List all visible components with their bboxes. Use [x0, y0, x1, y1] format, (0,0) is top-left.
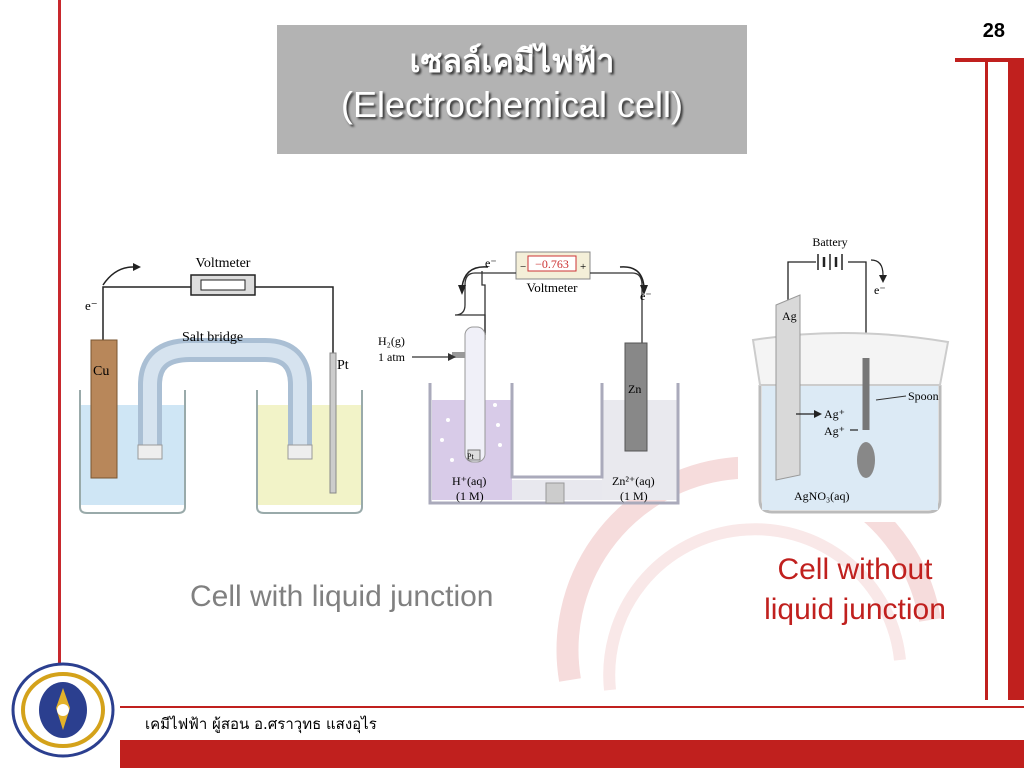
voltmeter-reading: −0.763 [535, 257, 569, 271]
caption-without-junction-line1: Cell without [777, 553, 933, 586]
electron-left-label: e⁻ [485, 256, 497, 270]
diagram-silver-plating-cell: Battery e⁻ Ag Spoon Ag⁺ Ag⁺ AgNO₃(aq) [738, 230, 963, 522]
title-box: เซลล์เคมีไฟฟ้า (Electrochemical cell) [277, 25, 747, 154]
electron-right-label: e⁻ [640, 289, 652, 303]
right-accent-block [1008, 60, 1024, 700]
salt-bridge-label: Salt bridge [182, 330, 243, 345]
gas-label: H₂(g) [378, 334, 405, 348]
gas-pressure-label: 1 atm [378, 350, 406, 364]
footer-bar [120, 740, 1024, 768]
voltmeter-label: Voltmeter [526, 280, 578, 295]
ion-label-1: Ag⁺ [824, 407, 845, 421]
solution-label: AgNO₃(aq) [794, 489, 850, 503]
footer-text: เคมีไฟฟ้า ผู้สอน อ.ศราวุทธ แสงอุไร [145, 715, 377, 733]
ion-label-2: Ag⁺ [824, 424, 845, 438]
cu-label: Cu [93, 364, 109, 379]
ag-electrode [775, 294, 801, 481]
slide-number: 28 [982, 20, 1005, 42]
acid-concentration: (1 M) [456, 489, 484, 503]
zn-label: Zn [628, 382, 641, 396]
title-thai: เซลล์เคมีไฟฟ้า [409, 42, 615, 80]
hydrogen-tube [464, 326, 486, 463]
right-accent-line [985, 60, 988, 700]
electron-label: e⁻ [874, 283, 886, 297]
acid-label: H⁺(aq) [452, 474, 486, 488]
diagram-salt-bridge-cell: Voltmeter e⁻ Salt bridge Cu Pt [79, 256, 363, 514]
voltmeter-label: Voltmeter [196, 256, 251, 271]
voltmeter-minus: − [520, 261, 526, 273]
beaker [758, 385, 942, 514]
battery-label: Battery [812, 235, 847, 249]
diagram-she-zn-cell: −0.763 − + Voltmeter e⁻ e⁻ H₂(g) 1 atm P… [378, 251, 680, 505]
left-accent-line [58, 0, 61, 700]
top-right-accent [955, 58, 1024, 62]
zinc-ion-label: Zn²⁺(aq) [612, 474, 655, 488]
university-seal-logo [11, 662, 115, 758]
background-swirl [556, 456, 941, 691]
cu-electrode [90, 339, 118, 479]
right-beaker [256, 390, 363, 514]
title-english: (Electrochemical cell) [340, 84, 684, 125]
left-beaker [79, 390, 186, 514]
pt-label: Pt [467, 452, 474, 461]
battery-icon [817, 254, 843, 270]
ag-label: Ag [782, 309, 797, 323]
caption-without-junction-line2: liquid junction [764, 593, 946, 626]
zinc-concentration: (1 M) [620, 489, 648, 503]
voltmeter-plus: + [580, 261, 586, 273]
footer-divider [120, 706, 1024, 708]
zn-electrode [624, 342, 648, 452]
pt-electrode [329, 352, 337, 494]
caption-without-junction: Cell without liquid junction [745, 550, 965, 630]
pt-label: Pt [337, 358, 349, 373]
spoon-label: Spoon [908, 389, 939, 403]
electron-label: e⁻ [85, 298, 98, 313]
caption-with-junction: Cell with liquid junction [190, 580, 494, 613]
